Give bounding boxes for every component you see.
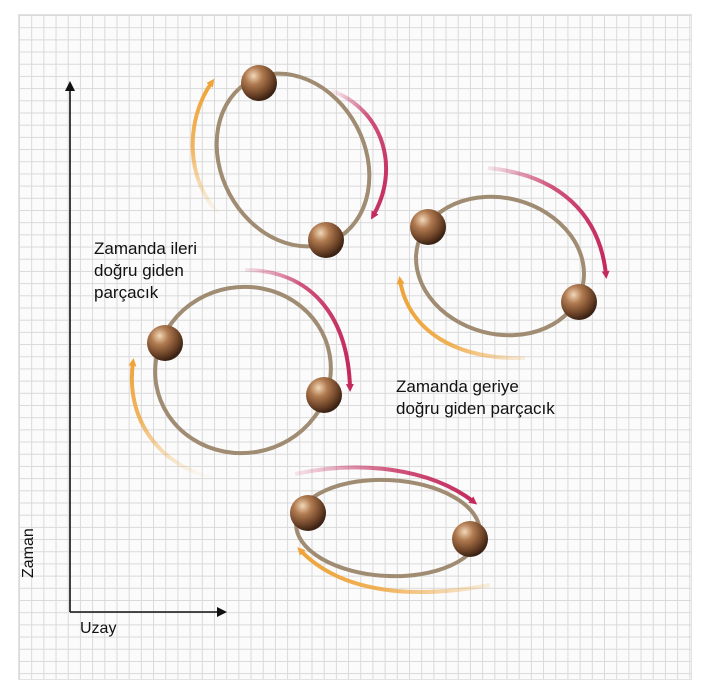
backward-arrow — [297, 547, 491, 594]
space-axis-label: Uzay — [80, 620, 117, 637]
backward-arrow — [128, 358, 213, 480]
particle — [147, 325, 183, 361]
backward-arrow — [396, 276, 526, 361]
loop-top — [190, 65, 388, 258]
loop-middle-left — [128, 268, 354, 480]
loop-ring — [153, 284, 333, 456]
time-axis-label: Zaman — [20, 528, 37, 578]
backward-arrow — [190, 78, 222, 217]
axes — [65, 81, 227, 617]
loop-ring — [214, 71, 372, 249]
forward-arrow — [244, 268, 354, 392]
particle — [290, 495, 326, 531]
particle — [452, 521, 488, 557]
loop-ring — [414, 194, 586, 338]
loop-right — [396, 166, 610, 361]
forward-arrow — [294, 465, 478, 505]
forward-arrow — [329, 88, 388, 220]
particle — [410, 209, 446, 245]
forward-arrow — [487, 166, 610, 279]
particle — [241, 65, 277, 101]
forward-particle-label: Zamanda ileri doğru giden parçacık — [94, 239, 197, 302]
particle — [308, 222, 344, 258]
particle — [561, 284, 597, 320]
loop-bottom — [290, 465, 491, 594]
particle — [306, 377, 342, 413]
backward-particle-label: Zamanda geriye doğru giden parçacık — [396, 377, 555, 418]
